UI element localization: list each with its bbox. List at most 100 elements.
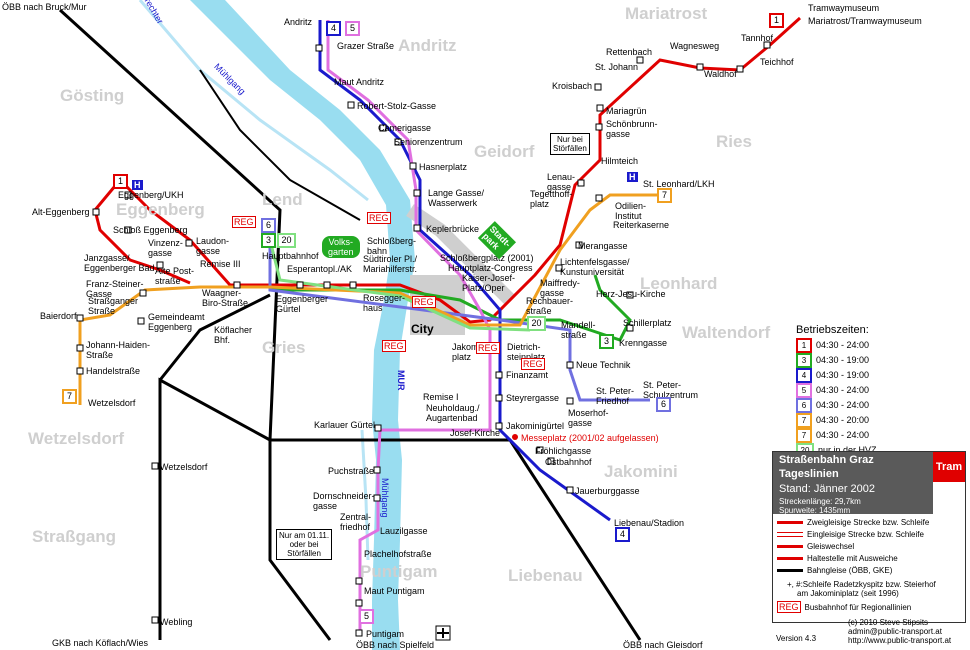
stop-mandell[interactable]: Mandell-straße (561, 320, 596, 340)
stop-andritz[interactable]: Andritz (284, 17, 313, 27)
stop-wagnesweg[interactable]: Wagnesweg (670, 41, 720, 51)
stop-krenngasse[interactable]: Krenngasse (619, 338, 668, 348)
stop-suedtiroler[interactable]: Südtiroler Pl./Mariahilferstr. (363, 254, 418, 274)
stop-keplerbruecke[interactable]: Keplerbrücke (426, 224, 480, 234)
stop-rechbauer[interactable]: Rechbauer-straße (526, 296, 574, 316)
stop-tannhof[interactable]: Tannhof (741, 33, 774, 43)
badge-line-5-puntigam[interactable]: 5 (359, 609, 374, 624)
stop-neue-technik[interactable]: Neue Technik (576, 360, 631, 370)
stop-odilien[interactable]: Odilien-Institut (615, 201, 647, 221)
badge-line-20-lend[interactable]: 20 (277, 233, 296, 248)
stop-robert-stolz[interactable]: Robert-Stolz-Gasse (357, 101, 437, 111)
stop-remise1[interactable]: Remise I (423, 392, 459, 402)
stop-st-johann[interactable]: St. Johann (595, 62, 639, 72)
badge-line-5-andritz[interactable]: 5 (345, 21, 360, 36)
stop-webling[interactable]: Webling (160, 617, 193, 627)
badge-line-4-andritz[interactable]: 4 (326, 21, 341, 36)
stop-camerigasse[interactable]: Camerigasse (378, 123, 432, 133)
stop-seniorenzentrum[interactable]: Seniorenzentrum (394, 137, 463, 147)
stop-josef-kirche[interactable]: Josef-Kirche (450, 428, 501, 438)
badge-line-6-lend[interactable]: 6 (261, 218, 276, 233)
stop-maut-puntigam[interactable]: Maut Puntigam (364, 586, 425, 596)
stop-merangasse[interactable]: Merangasse (578, 241, 628, 251)
stop-karlauer[interactable]: Karlauer Gürtel (314, 420, 376, 430)
badge-line-1-mariatrost[interactable]: 1 (769, 13, 784, 28)
stop-wetzelsdorf-line7[interactable]: Wetzelsdorf (88, 398, 136, 408)
stop-hasnerplatz[interactable]: Hasnerplatz (419, 162, 468, 172)
stop-handelstrasse[interactable]: Handelstraße (86, 366, 141, 376)
stop-waagner[interactable]: Waagner-Biro-Straße (202, 288, 249, 308)
stop-mariagruen[interactable]: Mariagrün (606, 106, 647, 116)
stop-herz-jesu[interactable]: Herz-Jesu-Kirche (596, 289, 666, 299)
stop-grazer-strasse[interactable]: Grazer Straße (337, 41, 395, 51)
stop-lichtenfels[interactable]: Lichtenfelsgasse/Kunstuniversität (560, 257, 630, 277)
stop-laudon[interactable]: Laudon-gasse (196, 236, 230, 256)
badge-line-1-eggenberg[interactable]: 1 (113, 174, 128, 189)
stop-eggenberg-ukh[interactable]: Eggenberg/UKH (118, 190, 184, 200)
stop-schillerplatz[interactable]: Schillerplatz (623, 318, 672, 328)
stop-jakominiguertel[interactable]: Jakominigürtel (506, 421, 565, 431)
stop-baierdorf[interactable]: Baierdorf (40, 311, 77, 321)
stop-schlossbergplatz[interactable]: Schloßbergplatz (2001) (440, 253, 534, 263)
stop-lange-gasse[interactable]: Lange Gasse/Wasserwerk (428, 188, 485, 208)
stop-hilmteich[interactable]: Hilmteich (601, 156, 639, 166)
stop-schlossbergbahn[interactable]: Schloßberg-bahn (367, 236, 417, 256)
stop-teichhof[interactable]: Teichhof (760, 57, 794, 67)
badge-line-4-liebenau[interactable]: 4 (615, 527, 630, 542)
stop-lenaugasse[interactable]: Lenau-gasse (547, 172, 576, 192)
stop-remise3[interactable]: Remise III (200, 259, 241, 269)
stop-alte-post[interactable]: Alte Post-straße (155, 266, 195, 286)
stop-kaiser-josef[interactable]: Kaiser-Josef-Platz/Oper (462, 273, 516, 293)
stop-domschneider[interactable]: Dornschneider-gasse (313, 491, 375, 511)
stop-tegetthoffplatz[interactable]: Tegetthoff-platz (530, 189, 573, 209)
stop-st-peter-schulz[interactable]: St. Peter-Schulzentrum (643, 380, 699, 400)
badge-line-3-lend[interactable]: 3 (261, 233, 276, 248)
stop-reiterkaserne[interactable]: Reiterkaserne (613, 220, 670, 230)
stop-puchstrasse[interactable]: Puchstraße (328, 466, 375, 476)
stop-st-peter-friedhof[interactable]: St. Peter-Friedhof (596, 386, 635, 406)
stop-janzgasse[interactable]: Janzgasse/Eggenberger Bad (84, 253, 155, 273)
stop-jauerburg[interactable]: Jauerburggasse (575, 486, 640, 496)
stop-moserhof[interactable]: Moserhof-gasse (568, 408, 609, 428)
badge-line-7-leonhard[interactable]: 7 (657, 188, 672, 203)
stop-kroisbach[interactable]: Kroisbach (552, 81, 593, 91)
stop-schloss-eggenberg[interactable]: Schloß Eggenberg (113, 225, 188, 235)
stop-finanzamt[interactable]: Finanzamt (506, 370, 549, 380)
stop-lauzilgasse[interactable]: Lauzilgasse (380, 526, 428, 536)
stop-maiffredy[interactable]: Maiffredy-gasse (540, 278, 580, 298)
stop-wetzelsdorf-rail[interactable]: Wetzelsdorf (160, 462, 208, 472)
stop-waldhof[interactable]: Waldhof (704, 69, 737, 79)
stop-volksgarten[interactable]: Volks-garten (322, 236, 360, 258)
stop-froehlich[interactable]: Fröhlichgasse (535, 446, 592, 456)
stop-alt-eggenberg[interactable]: Alt-Eggenberg (32, 207, 90, 217)
stop-rosegger[interactable]: Rosegger-haus (363, 293, 406, 313)
stop-schoenbrunngasse[interactable]: Schönbrunn-gasse (606, 119, 658, 139)
stop-jakomini[interactable]: Jakomini-platz (452, 342, 491, 362)
stop-maut-andritz[interactable]: Maut Andritz (334, 77, 385, 87)
stop-zentralfriedhof[interactable]: Zentral-friedhof (340, 512, 372, 532)
badge-line-3-krenngasse[interactable]: 3 (599, 334, 614, 349)
stop-plachelhof[interactable]: Plachelhofstraße (364, 549, 432, 559)
stop-esperanto[interactable]: Esperantopl./AK (287, 264, 353, 274)
badge-line-7-wetzelsdorf[interactable]: 7 (62, 389, 77, 404)
stop-tramwaymuseum[interactable]: Tramwaymuseum (808, 3, 880, 13)
stop-st-leonhard[interactable]: St. Leonhard/LKH (643, 179, 715, 189)
stop-steyrergasse[interactable]: Steyrergasse (506, 393, 560, 403)
badge-line-6-stpeter[interactable]: 6 (656, 397, 671, 412)
stop-dietrichstein[interactable]: Dietrich-steinplatz (507, 342, 546, 362)
stop-hauptbahnhof[interactable]: Hauptbahnhof (262, 251, 319, 261)
stop-puntigam[interactable]: Puntigam (366, 629, 405, 639)
stop-city[interactable]: City (411, 322, 434, 336)
stop-messeplatz[interactable]: Messeplatz (2001/02 aufgelassen) (521, 433, 659, 443)
stop-hauptplatz[interactable]: Hauptplatz-Congress (448, 263, 533, 273)
badge-line-20-city[interactable]: 20 (527, 316, 546, 331)
stop-franz-steiner[interactable]: Franz-Steiner-Gasse (86, 279, 144, 299)
stop-liebenau[interactable]: Liebenau/Stadion (614, 518, 685, 528)
stop-neuholdaug[interactable]: Neuholdaug./Augartenbad (426, 403, 480, 423)
stop-vinzenz[interactable]: Vinzenz-gasse (148, 238, 183, 258)
stop-ostbahnhof[interactable]: Ostbahnhof (545, 457, 592, 467)
